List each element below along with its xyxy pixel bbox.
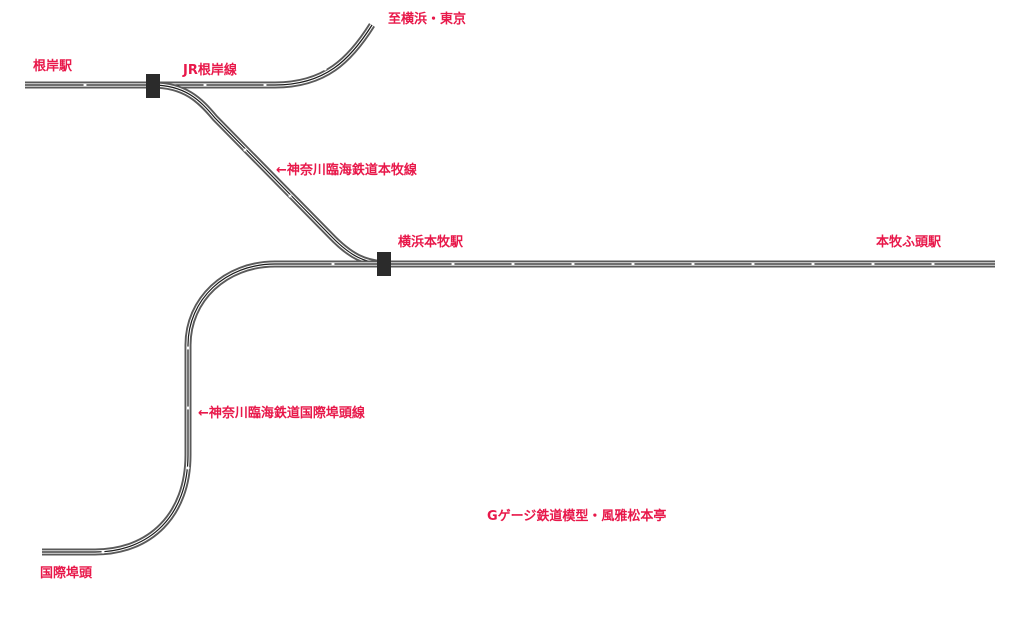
label-jr-negishi-line: JR根岸線 (183, 63, 237, 78)
label-honmoku-futo-station: 本牧ふ頭駅 (876, 235, 942, 250)
label-kokusai-futo: 国際埠頭 (40, 566, 93, 581)
label-credit: Gゲージ鉄道模型・風雅松本亭 (487, 509, 667, 524)
label-negishi-station: 根岸駅 (33, 59, 73, 74)
track-sleepers (83, 67, 935, 554)
station-marker-yokohama-honmoku (377, 252, 391, 276)
station-marker-negishi-junction (146, 74, 160, 98)
label-kokusai-futo-line: ←神奈川臨海鉄道国際埠頭線 (198, 406, 365, 421)
track-kokusai-futo-line (42, 260, 385, 556)
label-honmoku-line: ←神奈川臨海鉄道本牧線 (276, 163, 417, 178)
track-jr-negishi-line (25, 23, 375, 89)
label-to-yokohama-tokyo: 至横浜・東京 (388, 12, 467, 27)
label-yokohama-honmoku-station: 横浜本牧駅 (398, 235, 464, 250)
